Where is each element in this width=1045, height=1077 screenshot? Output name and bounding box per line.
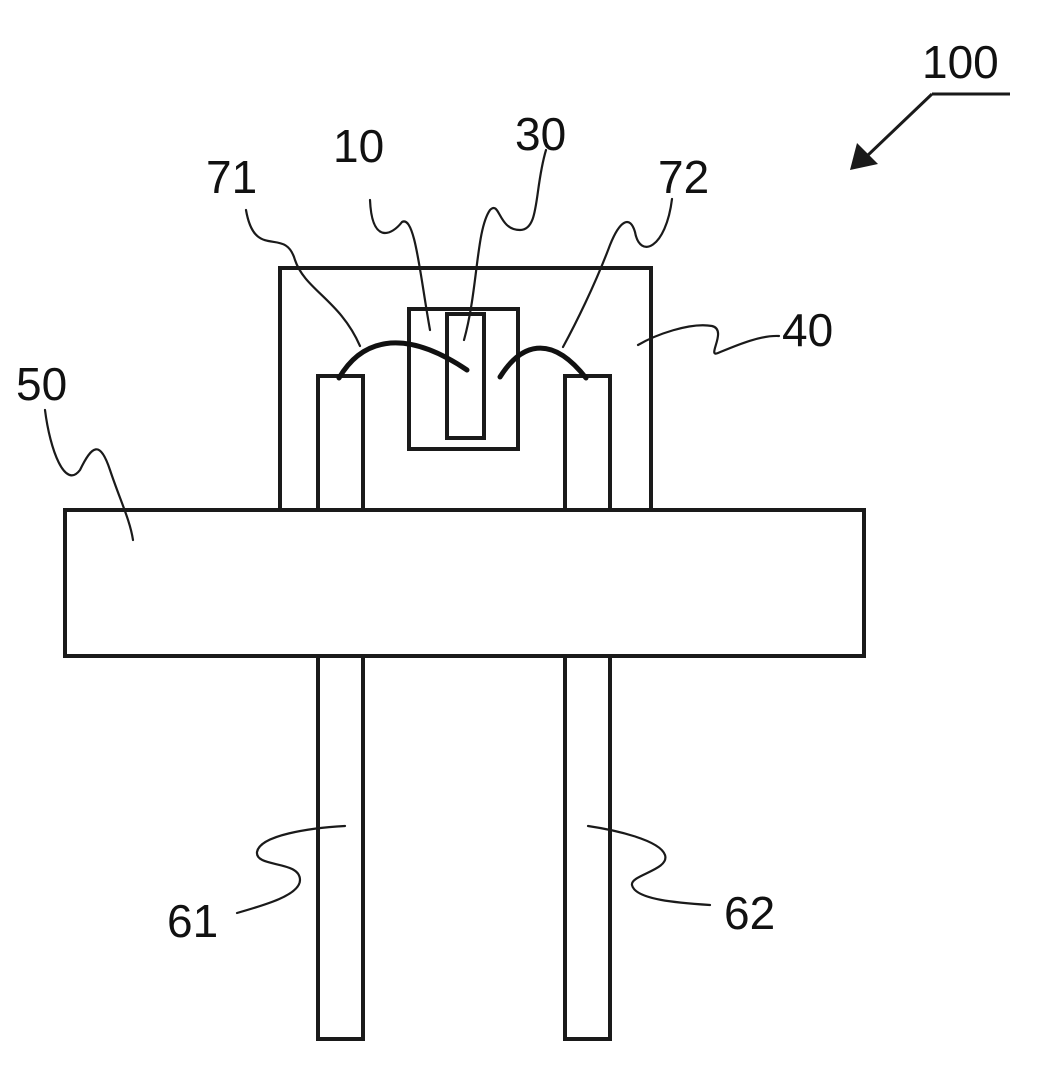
arrow-100-shaft (866, 94, 932, 157)
label-71: 71 (206, 151, 257, 203)
arrow-100-head (850, 143, 878, 170)
leader-40 (638, 325, 779, 353)
label-10: 10 (333, 120, 384, 172)
lead-right-lower (565, 656, 610, 1039)
lead-right-upper (565, 376, 610, 513)
base-stem (65, 510, 864, 656)
label-30: 30 (515, 108, 566, 160)
label-62: 62 (724, 887, 775, 939)
label-61: 61 (167, 895, 218, 947)
label-40: 40 (782, 304, 833, 356)
label-72: 72 (658, 151, 709, 203)
lead-left-lower (318, 656, 363, 1039)
lead-left-upper (318, 376, 363, 513)
label-100: 100 (922, 36, 999, 88)
label-50: 50 (16, 358, 67, 410)
